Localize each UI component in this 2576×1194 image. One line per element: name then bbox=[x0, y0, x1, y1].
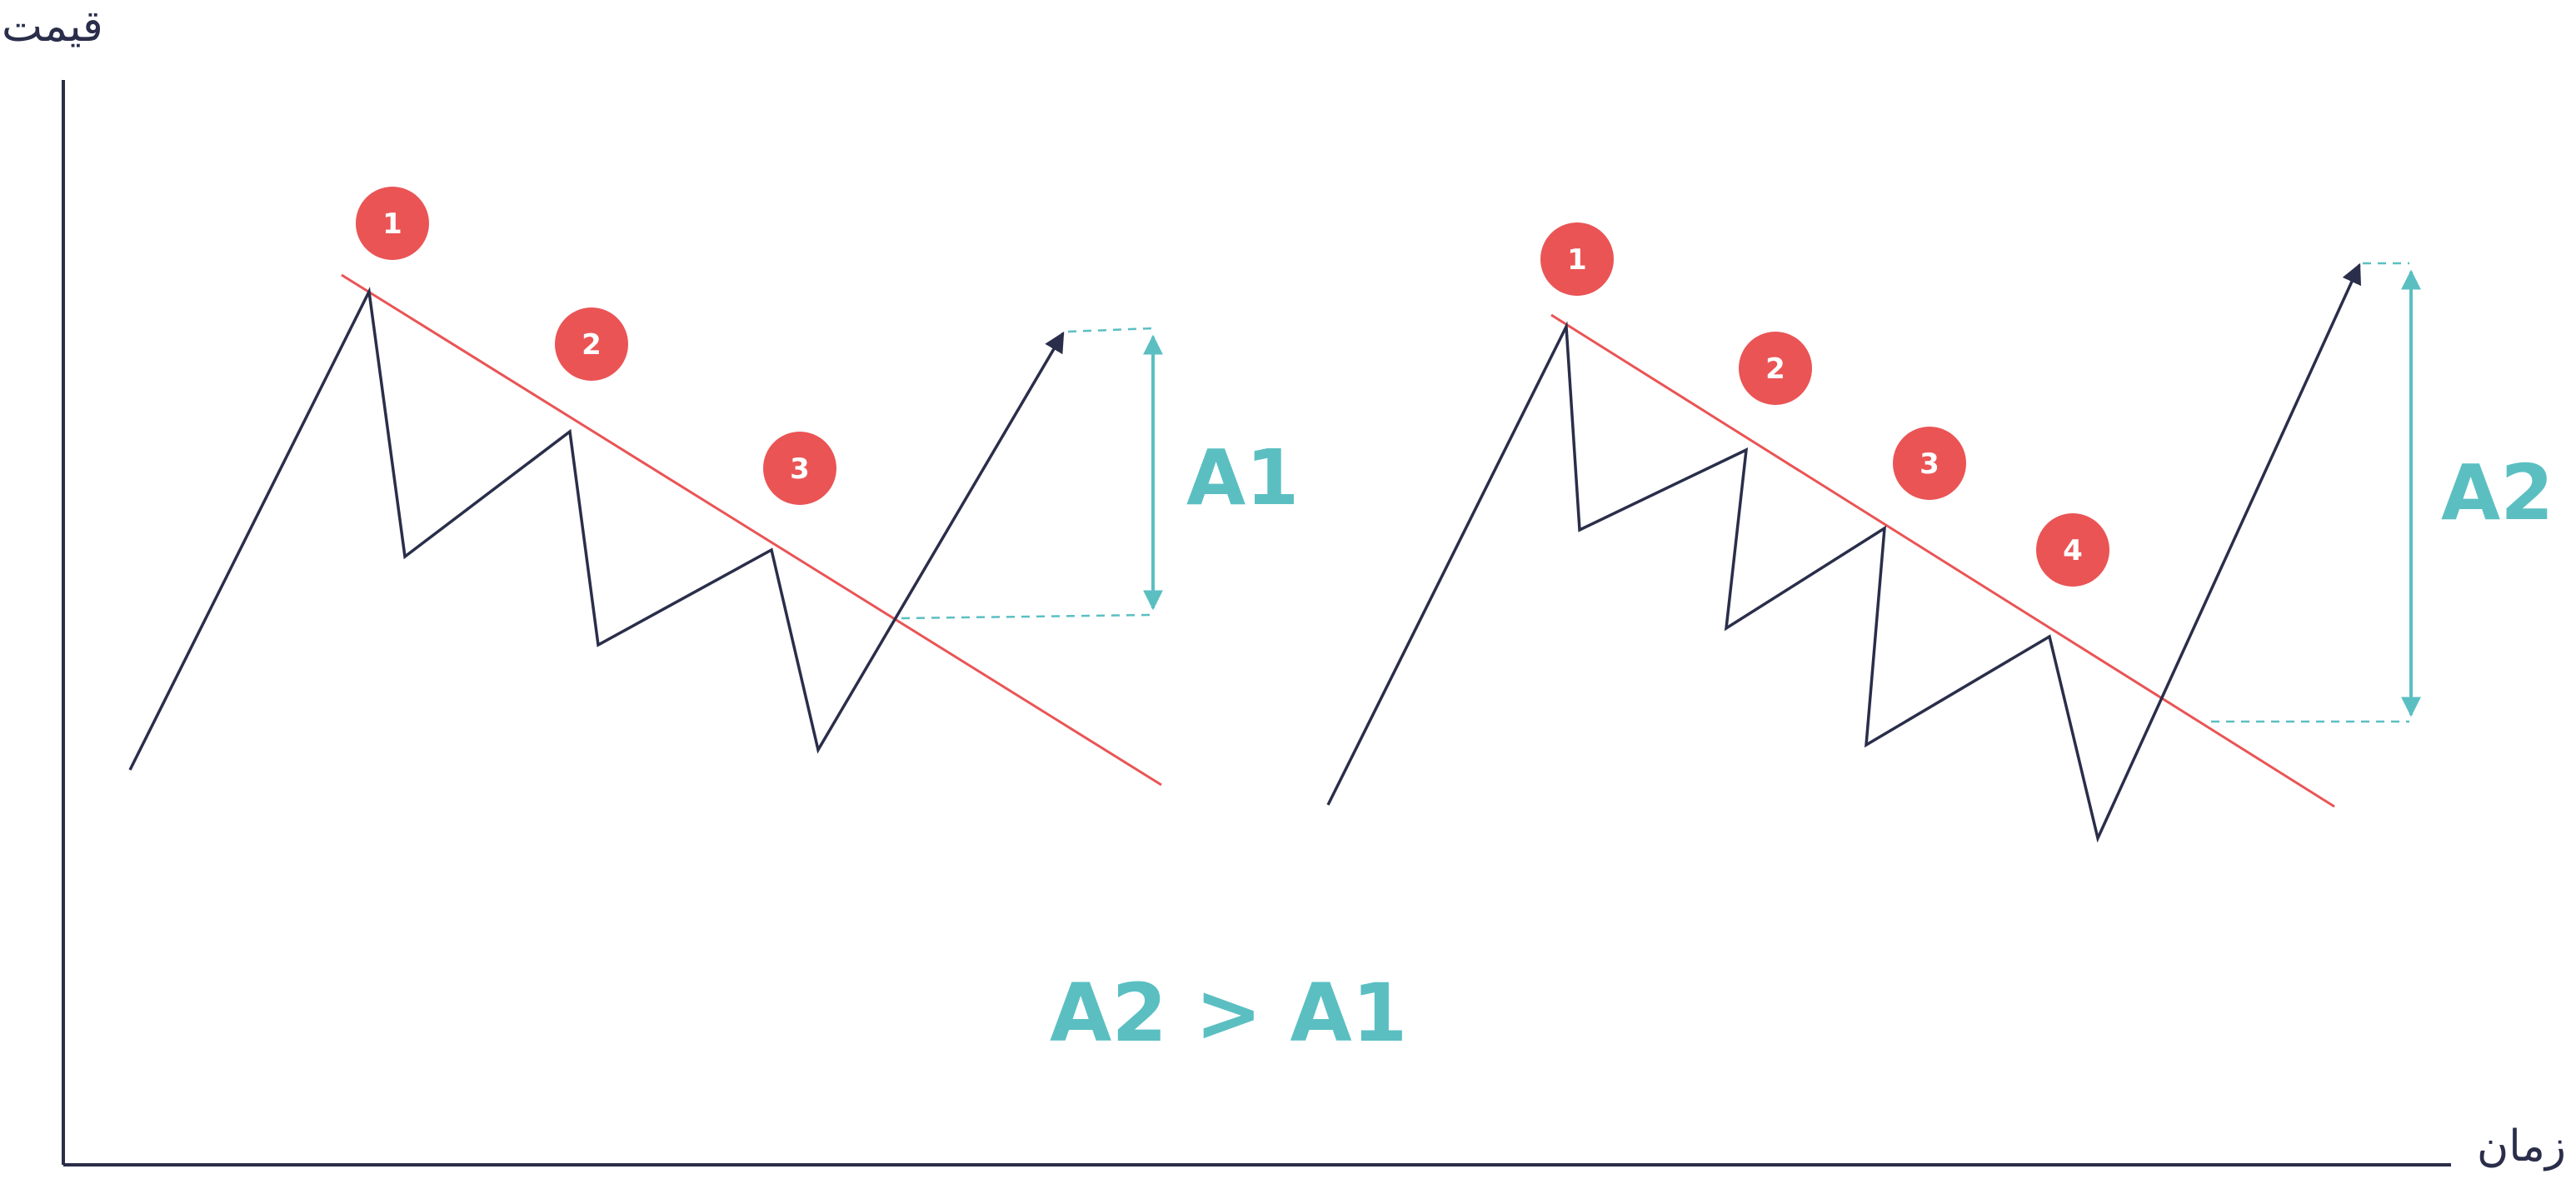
right-touch-4: 4 bbox=[2036, 513, 2109, 587]
comparison-label: A2 > A1 bbox=[1050, 967, 1408, 1060]
left-touch-2: 2 bbox=[555, 307, 628, 381]
left-touch-3: 3 bbox=[763, 432, 836, 505]
left-breakout-dash bbox=[901, 613, 1154, 620]
left-trend-line bbox=[341, 273, 1162, 787]
svg-text:3: 3 bbox=[1920, 447, 1939, 481]
right-measure-label: A2 bbox=[2441, 448, 2554, 537]
right-touch-3: 3 bbox=[1893, 427, 1966, 500]
svg-text:1: 1 bbox=[1567, 243, 1587, 277]
left-measure-label: A1 bbox=[1186, 433, 1300, 522]
svg-text:2: 2 bbox=[1765, 352, 1785, 386]
right-price-path bbox=[1326, 262, 2361, 843]
left-price-path bbox=[128, 287, 1065, 771]
right-pattern: 1 2 3 4 bbox=[1326, 222, 2421, 843]
left-touch-1: 1 bbox=[356, 187, 429, 260]
left-target-dash bbox=[1067, 327, 1154, 333]
svg-text:1: 1 bbox=[382, 207, 402, 241]
svg-text:2: 2 bbox=[582, 328, 602, 362]
right-trend-line bbox=[1550, 313, 2335, 808]
svg-text:3: 3 bbox=[790, 452, 810, 486]
right-touch-1: 1 bbox=[1540, 222, 1614, 296]
right-touch-2: 2 bbox=[1739, 332, 1812, 405]
x-axis-label: زمان bbox=[2477, 1122, 2566, 1172]
left-pattern: 1 2 3 bbox=[128, 187, 1163, 787]
svg-text:4: 4 bbox=[2063, 534, 2083, 567]
y-axis-label: قیمت bbox=[2, 2, 103, 52]
